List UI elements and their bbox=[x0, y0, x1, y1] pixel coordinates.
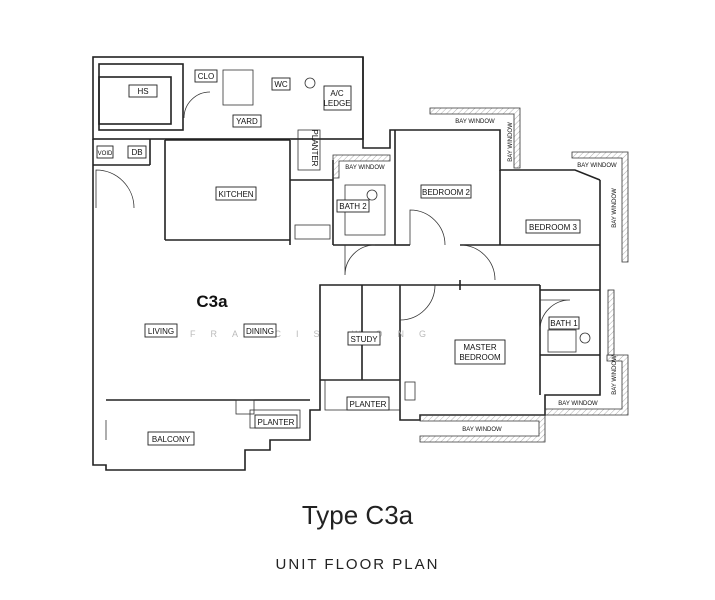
bay-window-bath1-side: BAY WINDOW bbox=[612, 355, 618, 395]
label-clo: CLO bbox=[198, 72, 214, 81]
label-bedroom2: BEDROOM 2 bbox=[422, 188, 471, 197]
label-planter-balcony: PLANTER bbox=[258, 418, 295, 427]
label-bedroom3: BEDROOM 3 bbox=[529, 223, 578, 232]
label-ac-ledge-2: LEDGE bbox=[323, 99, 350, 108]
plan-type-title: Type C3a bbox=[301, 500, 414, 530]
label-yard: YARD bbox=[236, 117, 258, 126]
label-living: LIVING bbox=[148, 327, 174, 336]
bay-window-labels: BAY WINDOW BAY WINDOW BAY WINDOW BAY WIN… bbox=[345, 119, 618, 433]
label-kitchen: KITCHEN bbox=[218, 190, 253, 199]
plan-subtitle: UNIT FLOOR PLAN bbox=[275, 556, 440, 573]
bay-window-bath1-bottom: BAY WINDOW bbox=[558, 401, 598, 407]
bay-window-top-vertical: BAY WINDOW bbox=[508, 122, 514, 162]
label-study: STUDY bbox=[350, 335, 378, 344]
bay-window-master-bottom: BAY WINDOW bbox=[462, 427, 502, 433]
unit-code: C3a bbox=[196, 292, 228, 311]
label-bath2: BATH 2 bbox=[339, 202, 367, 211]
bay-windows bbox=[332, 107, 629, 443]
label-wc: WC bbox=[274, 80, 288, 89]
bay-window-bedroom3-side: BAY WINDOW bbox=[612, 188, 618, 228]
label-planter-vertical: PLANTER bbox=[310, 130, 319, 167]
bay-window-bedroom3-top: BAY WINDOW bbox=[577, 163, 617, 169]
watermark: FRANCIS WONG bbox=[190, 329, 441, 339]
bay-window-bath2: BAY WINDOW bbox=[345, 165, 385, 171]
label-void: VOID bbox=[98, 151, 113, 157]
label-planter-study: PLANTER bbox=[350, 400, 387, 409]
label-master-1: MASTER bbox=[463, 343, 497, 352]
label-bath1: BATH 1 bbox=[550, 319, 578, 328]
label-balcony: BALCONY bbox=[152, 435, 191, 444]
fixtures bbox=[95, 69, 591, 440]
walls bbox=[92, 56, 601, 471]
label-db: DB bbox=[131, 148, 142, 157]
label-ac-ledge-1: A/C bbox=[330, 89, 344, 98]
room-labels: HS CLO WC A/C LEDGE YARD PLANTER VOID DB… bbox=[96, 69, 581, 446]
label-hs: HS bbox=[137, 87, 148, 96]
label-dining: DINING bbox=[246, 327, 274, 336]
bay-window-top: BAY WINDOW bbox=[455, 119, 495, 125]
label-master-2: BEDROOM bbox=[459, 353, 501, 362]
